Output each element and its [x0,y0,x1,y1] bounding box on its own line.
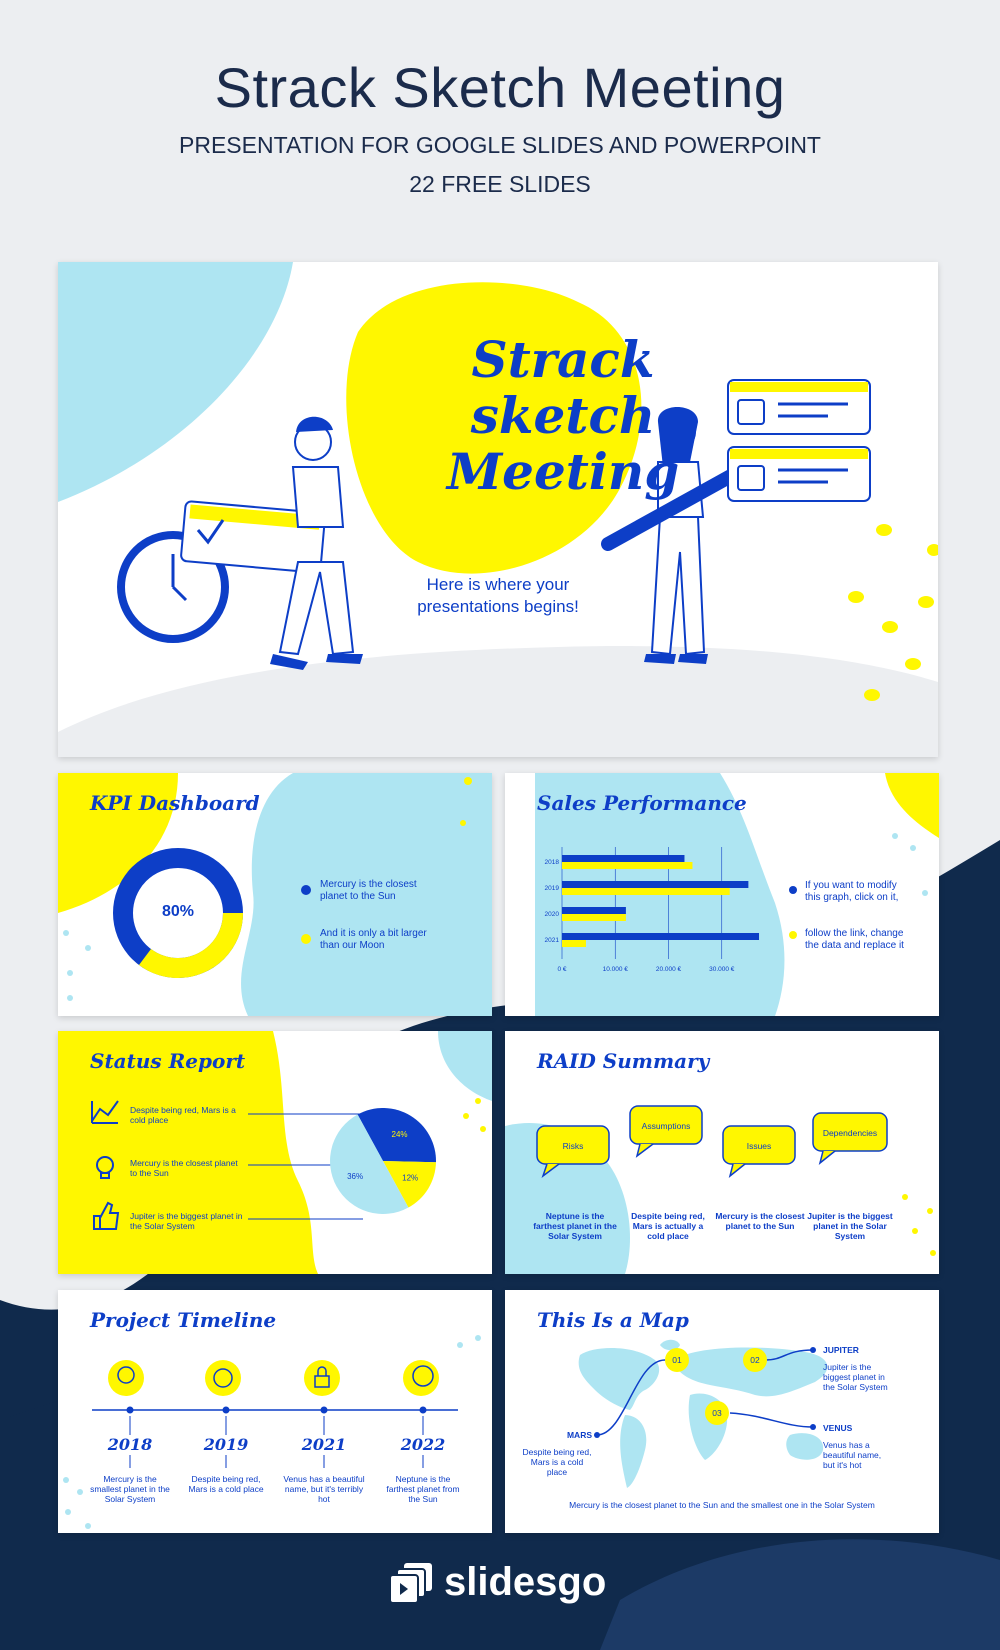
sales-x-tick-label: 0 € [557,966,566,973]
status-item-1: Despite being red, Mars is a cold place [130,1105,236,1126]
cover-slide[interactable]: Strack sketch Meeting Here is where your… [58,262,938,757]
cover-tagline-line-2: presentations begins! [417,597,579,616]
kpi-slide[interactable]: KPI Dashboard 80% Mercury is the closest… [58,773,492,1016]
kpi-item-2: And it is only a bit larger than our Moo… [320,928,427,951]
cover-title-line-3: Meeting [446,442,680,501]
sales-category-label: 2020 [545,911,560,918]
map-venus-name: VENUS [823,1423,853,1433]
timeline-year-3: 2021 [301,1435,347,1454]
status-pie-slice [357,1108,436,1163]
sales-bar [562,855,685,862]
map-marker-03: 03 [712,1408,722,1418]
timeline-slide[interactable]: Project Timeline 2018 2019 2021 2022 Mer… [58,1290,492,1533]
status-pie-label: 36% [347,1172,363,1181]
map-jupiter-name: JUPITER [823,1345,859,1355]
raid-text-3: Mercury is the closest planet to the Sun [715,1211,805,1232]
timeline-year-1: 2018 [107,1435,153,1454]
kpi-title: KPI Dashboard [90,791,260,815]
timeline-graphics [63,1335,481,1529]
status-pie-label: 12% [402,1174,418,1183]
raid-background [505,1105,936,1274]
kpi-item-1: Mercury is the closest planet to the Sun [320,879,417,902]
map-footer: Mercury is the closest planet to the Sun… [569,1500,875,1510]
raid-text-2: Despite being red, Mars is actually a co… [631,1211,705,1242]
slidesgo-wordmark: slidesgo [444,1560,607,1604]
map-marker-01: 01 [672,1355,682,1365]
status-slide[interactable]: 24% 12% 36% Status Report Despite being re… [58,1031,492,1274]
sales-category-label: 2019 [545,885,560,892]
sales-x-tick-label: 30.000 € [709,966,735,973]
status-pie-slice [383,1161,436,1208]
timeline-text-3: Venus has a beautiful name, but it's ter… [283,1474,365,1505]
kpi-percent: 80% [161,903,195,920]
raid-text-4: Jupiter is the biggest planet in the Sol… [807,1211,893,1242]
sales-slide[interactable]: 0 € 10.000 € 20.000 € 30.000 € 2018 2019 2020 2… [505,773,939,1016]
sales-bar [562,888,730,895]
sales-title: Sales Performance [537,791,747,815]
sales-category-label: 2021 [545,937,560,944]
sales-bar [562,933,760,940]
map-mars-name: MARS [566,1430,592,1440]
cover-title-line-2: sketch [470,386,656,445]
slide-count: 22 FREE SLIDES [409,171,591,197]
sales-note-2: follow the link, change the data and rep… [805,928,904,951]
sales-x-tick-label: 20.000 € [656,966,682,973]
timeline-text-1: Mercury is the smallest planet in the So… [90,1474,170,1505]
timeline-title: Project Timeline [90,1308,277,1332]
page-title: Strack Sketch Meeting [214,56,786,119]
slidesgo-logo-icon [390,1562,432,1604]
kpi-background [58,773,492,1016]
raid-text-1: Neptune is the farthest planet in the So… [533,1211,617,1242]
cover-tagline: Here is where your presentations begins! [388,574,608,618]
map-slide[interactable]: This Is a Map 01 02 03 JUPITER Jupiter i… [505,1290,939,1533]
status-pie-chart: 24% 12% 36% [330,1108,436,1214]
raid-bubble-issues: Issues [746,1141,772,1151]
sales-bar-chart: 0 € 10.000 € 20.000 € 30.000 € 2018 2019 2020 2… [545,847,760,973]
map-venus-text: Venus has a beautiful name, but it's hot [823,1440,882,1471]
timeline-year-4: 2022 [400,1435,446,1454]
sales-bar [562,940,586,947]
raid-slide[interactable]: RAID Summary Risks Assumptions Issues De… [505,1031,939,1274]
map-jupiter-text: Jupiter is the biggest planet in the Sol… [823,1362,888,1393]
map-mars-text: Despite being red, Mars is a cold place [522,1447,592,1478]
timeline-year-2: 2019 [203,1435,249,1454]
sales-note-bullets [789,886,797,939]
status-background [58,1031,492,1274]
timeline-text-4: Neptune is the farthest planet from the … [386,1474,460,1505]
sales-bar [562,862,693,869]
slidesgo-logo[interactable]: slidesgo [390,1560,606,1605]
raid-bubble-assumptions: Assumptions [641,1121,691,1131]
world-map [578,1339,828,1488]
status-pie-label: 24% [392,1130,408,1139]
sales-category-label: 2018 [545,859,560,866]
sales-bar [562,907,626,914]
sales-note-1: If you want to modify this graph, click … [805,880,899,903]
cover-title-line-1: Strack [471,330,655,389]
raid-bubble-risks: Risks [562,1141,584,1151]
sales-x-tick-label: 10.000 € [603,966,629,973]
sales-bar [562,914,626,921]
cover-illustration [58,262,938,757]
cover-title: Strack sketch Meeting [413,332,713,500]
map-title: This Is a Map [537,1308,689,1332]
timeline-text-2: Despite being red, Mars is a cold place [188,1474,264,1495]
cover-tagline-line-1: Here is where your [426,575,570,594]
status-pie-slice [330,1114,409,1214]
map-marker-02: 02 [750,1355,760,1365]
sales-bar [562,881,749,888]
status-item-2: Mercury is the closest planet to the Sun [130,1158,238,1179]
status-title: Status Report [90,1049,246,1073]
raid-title: RAID Summary [537,1049,710,1073]
status-item-3: Jupiter is the biggest planet in the Sol… [130,1211,243,1232]
raid-bubble-dependencies: Dependencies [822,1128,878,1138]
page-subtitle: PRESENTATION FOR GOOGLE SLIDES AND POWER… [179,132,821,158]
